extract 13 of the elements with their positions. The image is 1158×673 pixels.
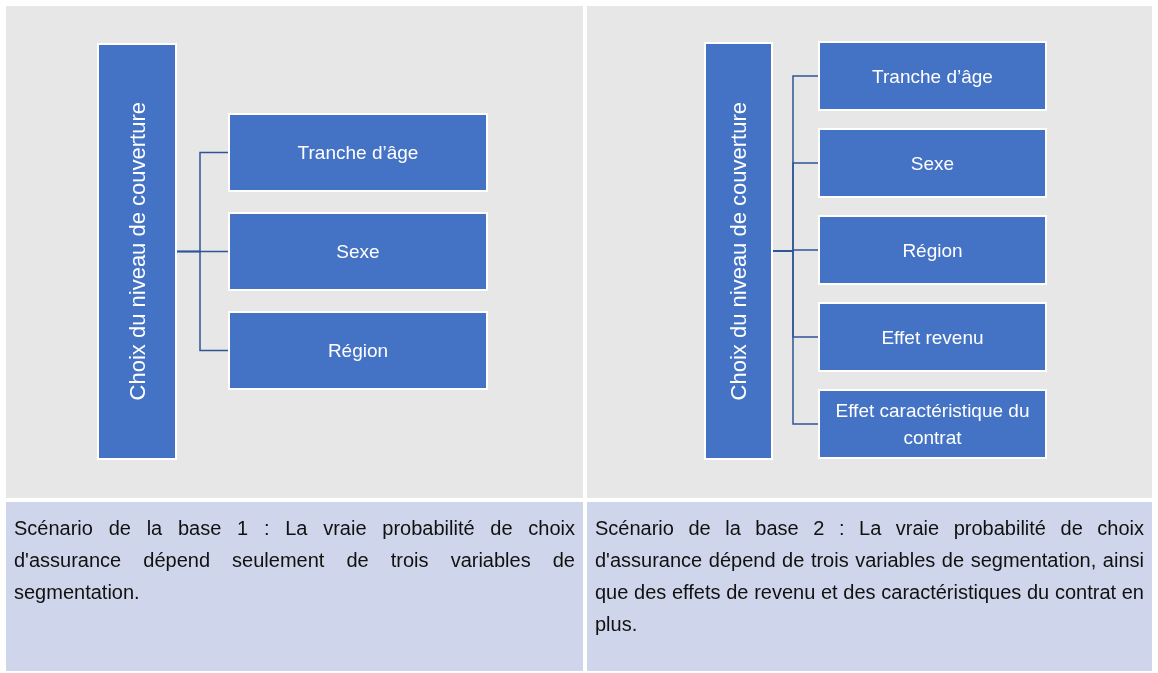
root-box: Choix du niveau de couverture bbox=[97, 43, 177, 460]
variable-box: Effet caractéristique du contrat bbox=[818, 389, 1047, 459]
variable-box: Sexe bbox=[228, 212, 488, 291]
variable-box: Région bbox=[228, 311, 488, 390]
scenario-description: Scénario de la base 1 : La vraie probabilité de choix d'assurance dépend seulement de trois variables de segmentation. bbox=[6, 502, 583, 671]
root-box: Choix du niveau de couverture bbox=[704, 42, 773, 460]
connector-line bbox=[176, 250, 229, 352]
variable-box: Sexe bbox=[818, 128, 1047, 198]
scenario-description: Scénario de la base 2 : La vraie probabilité de choix d'assurance dépend de trois variables de segmentation, ainsi que des effets de revenu et des caractéristiques du contrat en plus. bbox=[587, 502, 1152, 671]
variable-box: Tranche d’âge bbox=[228, 113, 488, 192]
variable-box: Région bbox=[818, 215, 1047, 285]
variable-box: Effet revenu bbox=[818, 302, 1047, 372]
variable-box: Tranche d’âge bbox=[818, 41, 1047, 111]
